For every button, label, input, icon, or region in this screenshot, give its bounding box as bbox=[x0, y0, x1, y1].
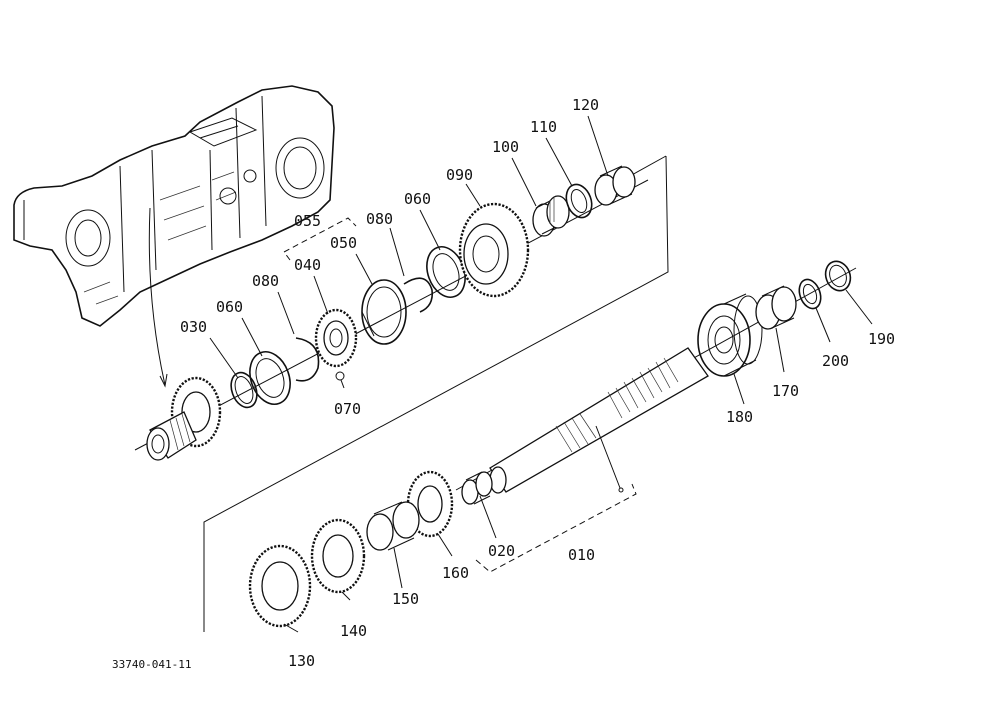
callout-060-right: 060 bbox=[404, 190, 431, 208]
drawing-code: 33740-041-11 bbox=[112, 658, 191, 671]
callout-160: 160 bbox=[442, 564, 469, 582]
circlip-080-right bbox=[403, 277, 434, 313]
callout-050: 050 bbox=[330, 234, 357, 252]
transmission-housing bbox=[13, 85, 335, 327]
callout-130: 130 bbox=[288, 652, 315, 670]
collar-170 bbox=[755, 285, 797, 330]
assembly-bracket-055 bbox=[283, 217, 357, 261]
callout-170: 170 bbox=[772, 382, 799, 400]
needle-bearing-100 bbox=[532, 195, 570, 237]
callout-080-left: 080 bbox=[252, 272, 279, 290]
callout-labels: 010 020 030 040 050 055 060 060 070 080 … bbox=[180, 96, 895, 670]
bushing-150 bbox=[366, 501, 420, 551]
ball-bearing-180 bbox=[697, 293, 763, 377]
callout-120: 120 bbox=[572, 96, 599, 114]
shift-sleeve-050 bbox=[361, 279, 407, 345]
callout-030: 030 bbox=[180, 318, 207, 336]
gear-130 bbox=[248, 544, 312, 628]
assembly-arrow bbox=[148, 207, 166, 386]
callout-055: 055 bbox=[294, 212, 321, 230]
gear-090 bbox=[458, 202, 530, 298]
callout-190: 190 bbox=[868, 330, 895, 348]
callout-100: 100 bbox=[492, 138, 519, 156]
gear-140 bbox=[310, 518, 366, 594]
callout-180: 180 bbox=[726, 408, 753, 426]
callout-200: 200 bbox=[822, 352, 849, 370]
callout-040: 040 bbox=[294, 256, 321, 274]
circlip-080-left bbox=[295, 337, 320, 382]
snap-ring-190 bbox=[824, 260, 852, 292]
callout-140: 140 bbox=[340, 622, 367, 640]
callout-110: 110 bbox=[530, 118, 557, 136]
thrust-washer-060-left bbox=[249, 351, 291, 405]
callout-060-left: 060 bbox=[216, 298, 243, 316]
callout-080-right: 080 bbox=[366, 210, 393, 228]
callout-070: 070 bbox=[334, 400, 361, 418]
detent-ball-070 bbox=[335, 371, 345, 381]
input-gear bbox=[146, 376, 222, 461]
assembly-bracket-010 bbox=[475, 483, 637, 573]
callout-090: 090 bbox=[446, 166, 473, 184]
main-shaft-010 bbox=[489, 347, 709, 494]
ring-200 bbox=[798, 278, 822, 310]
collar-020 bbox=[461, 471, 493, 505]
collar-120 bbox=[594, 165, 636, 206]
callout-020: 020 bbox=[488, 542, 515, 560]
callout-150: 150 bbox=[392, 590, 419, 608]
callout-010: 010 bbox=[568, 546, 595, 564]
leader-lines bbox=[209, 115, 873, 633]
ring-110 bbox=[565, 183, 593, 219]
upper-boundary-line bbox=[203, 155, 669, 632]
snap-ring-030 bbox=[230, 371, 258, 409]
synchro-hub-040 bbox=[314, 308, 358, 368]
